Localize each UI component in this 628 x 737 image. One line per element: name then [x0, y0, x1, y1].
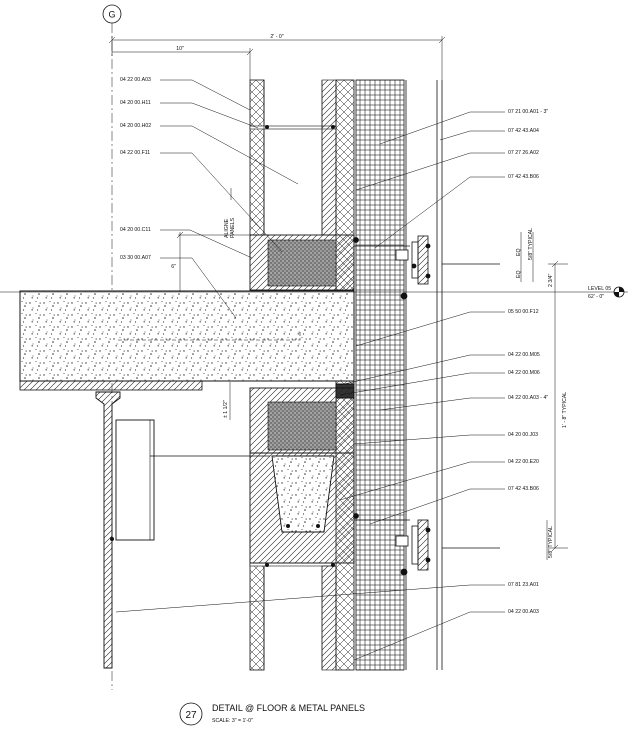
callout-right-9: 04 20 00.J03 [508, 432, 538, 438]
steel-column [95, 391, 270, 669]
callout-left-4: 04 22 00.F11 [120, 150, 150, 156]
dim-eq-2: EQ [516, 271, 522, 279]
side-dims [520, 232, 568, 560]
dim-typ-low: 5/8" TYPICAL [548, 526, 554, 558]
callout-right-8: 04 22 00.A03 - 4" [508, 395, 548, 401]
callout-bottom-2: 04 22 00.A03 [508, 609, 539, 615]
detail-number: 27 [185, 710, 197, 721]
level-marker [613, 286, 625, 298]
note-align-line1: ALIGNE [224, 218, 230, 238]
callout-left-5: 04 20 00.C11 [120, 227, 151, 233]
callout-right-10: 04 22 00.E20 [508, 459, 539, 465]
level-name: LEVEL 05 [588, 286, 611, 292]
note-align-line2: PANELS [230, 217, 236, 238]
grid-bubble-label: G [108, 10, 115, 20]
dimension-strings-top [108, 36, 446, 80]
dim-left: 10" [176, 46, 184, 52]
callout-left-6: 03 30 00.A07 [120, 255, 151, 261]
concrete-slab [19, 290, 355, 391]
callout-right-4: 07 42 43.B06 [508, 174, 539, 180]
dim-eq-1: EQ [516, 249, 522, 257]
callout-right-11: 07 42 43.B06 [508, 486, 539, 492]
dim-gap: ± 1 1/2" [223, 400, 229, 418]
dim-typ-long: 1' - 8" TYPICAL [562, 392, 568, 428]
callout-left-1: 04 22 00.A03 [120, 77, 151, 83]
callout-right-5: 05 50 00.F12 [508, 309, 539, 315]
callout-right-1: 07 21 00.A01 - 3" [508, 109, 548, 115]
callout-bottom-1: 07 81 23.A01 [508, 582, 539, 588]
callout-right-6: 04 22 00.M05 [508, 352, 540, 358]
dim-typ-mid: 2 3/4" [548, 273, 554, 287]
detail-title: DETAIL @ FLOOR & METAL PANELS [212, 703, 365, 713]
panel-clip-upper [353, 235, 500, 300]
right-callouts [115, 111, 505, 661]
inner-wall [249, 79, 337, 671]
callout-left-2: 04 20 00.H11 [120, 100, 151, 106]
dim-overall: 2' - 0" [270, 34, 283, 40]
dim-slab: 6" [171, 264, 176, 270]
slab-dims [176, 231, 250, 420]
callout-right-7: 04 22 00.M06 [508, 370, 540, 376]
left-callouts [160, 79, 299, 319]
callout-left-3: 04 20 00.H02 [120, 123, 151, 129]
panel-lines [405, 80, 443, 670]
callout-right-2: 07 42 43.A04 [508, 128, 539, 134]
detail-scale: SCALE: 3" = 1'-0" [212, 718, 253, 724]
bond-beam-upper [249, 234, 355, 291]
level-elevation: 62' - 0" [588, 294, 604, 300]
title-block: 27 DETAIL @ FLOOR & METAL PANELS SCALE: … [179, 702, 365, 726]
callout-right-3: 07 27 26.A02 [508, 150, 539, 156]
dim-typ-top: 5/8" TYPICAL [528, 228, 534, 260]
rigid-insulation [355, 79, 405, 671]
bond-beam-lower [249, 387, 355, 564]
